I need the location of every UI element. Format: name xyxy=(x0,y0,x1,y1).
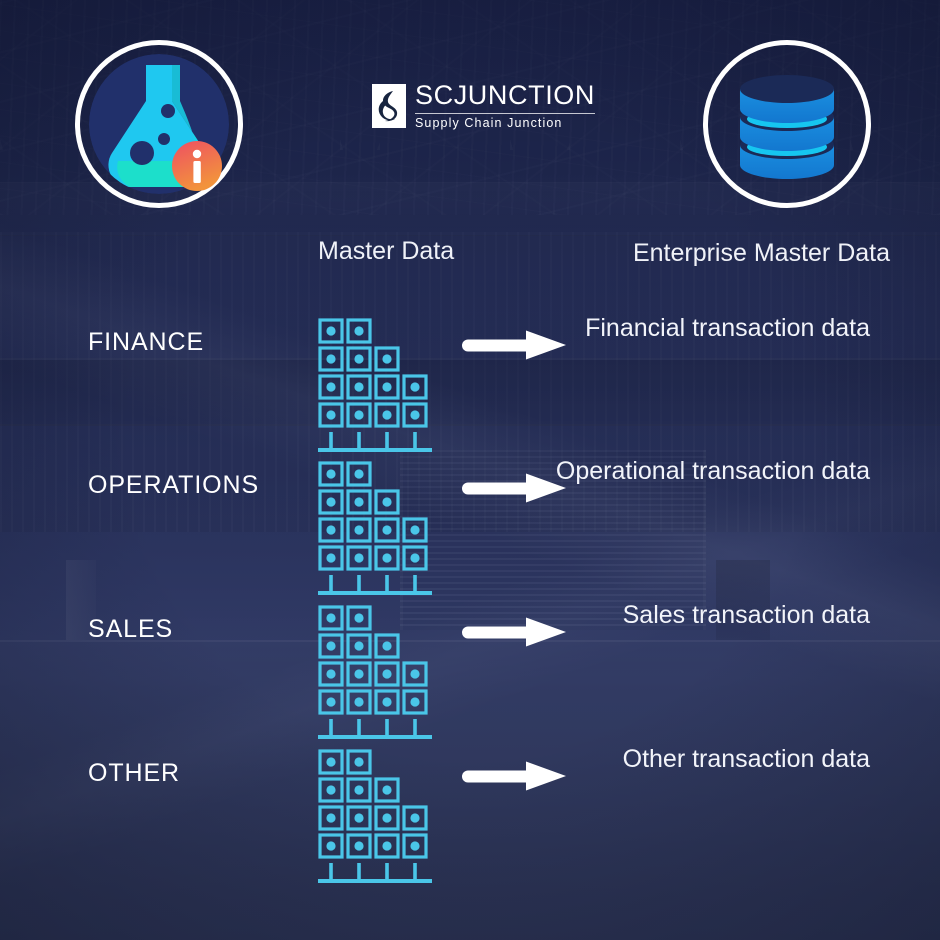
flask-info-badge xyxy=(75,40,243,208)
right-arrow-icon xyxy=(462,616,566,653)
brand-logo: SCJUNCTION Supply Chain Junction xyxy=(372,82,595,130)
database-stack-icon xyxy=(740,75,834,179)
department-label: OTHER xyxy=(88,759,180,787)
master-data-grid-icon xyxy=(316,603,434,746)
data-flow-row: FINANCE Financial transaction data xyxy=(0,300,940,452)
chain-link-logo-icon xyxy=(372,83,406,128)
output-label: Operational transaction data xyxy=(555,457,870,485)
flask-info-icon xyxy=(89,54,229,194)
brand-divider xyxy=(415,113,595,114)
output-label: Sales transaction data xyxy=(622,601,870,629)
right-arrow-icon xyxy=(462,472,566,509)
right-arrow-icon xyxy=(462,760,566,797)
brand-name: SCJUNCTION xyxy=(415,80,595,110)
master-data-grid-icon xyxy=(316,459,434,602)
brand-tagline: Supply Chain Junction xyxy=(415,116,563,130)
data-flow-row: OTHER Other transaction data xyxy=(0,731,940,883)
column-header-enterprise-master-data: Enterprise Master Data xyxy=(632,239,890,267)
department-label: OPERATIONS xyxy=(88,471,260,499)
right-arrow-icon xyxy=(462,329,566,366)
database-badge xyxy=(703,40,871,208)
department-label: FINANCE xyxy=(88,328,205,356)
master-data-grid-icon xyxy=(316,316,434,459)
output-label: Other transaction data xyxy=(622,745,870,773)
department-label: SALES xyxy=(88,615,174,643)
output-label: Financial transaction data xyxy=(585,314,870,342)
master-data-grid-icon xyxy=(316,747,434,890)
column-header-master-data: Master Data xyxy=(318,237,455,265)
data-flow-row: OPERATIONS Operational transaction data xyxy=(0,443,940,595)
data-flow-row: SALES Sales transaction data xyxy=(0,587,940,739)
